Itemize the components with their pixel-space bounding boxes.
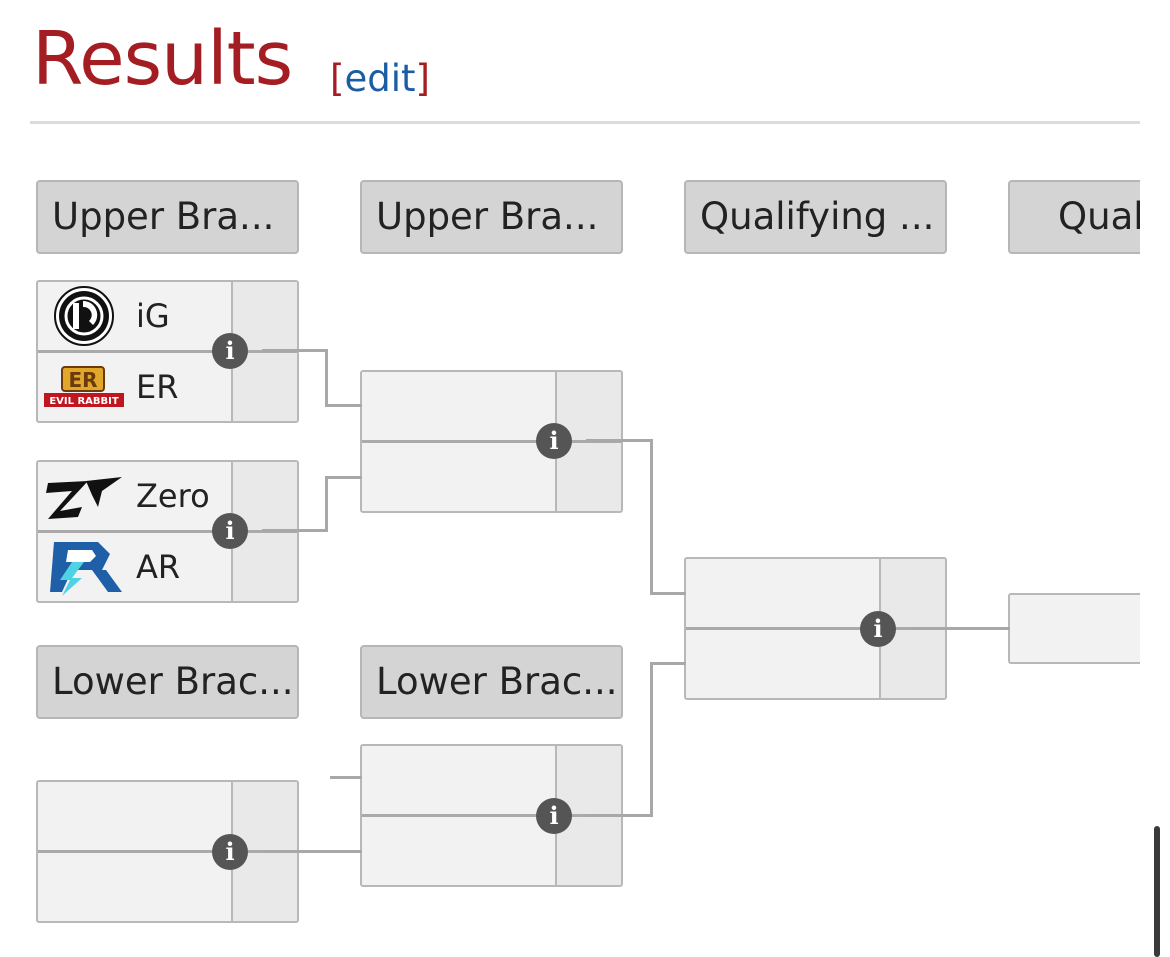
page-title: Results	[32, 16, 293, 102]
edit-link[interactable]: edit	[344, 57, 416, 100]
evil-rabbit-logo-icon: ER EVIL RABBIT	[42, 356, 126, 418]
info-icon[interactable]: i	[212, 513, 248, 549]
match-divider	[362, 814, 621, 817]
connector-line	[325, 476, 362, 479]
team-row[interactable]: iG	[38, 282, 231, 350]
info-icon[interactable]: i	[536, 423, 572, 459]
match-divider	[38, 350, 297, 353]
round-header-lower-r1[interactable]: Lower Brac...	[36, 645, 299, 719]
match-upper-r1-1[interactable]: iG ER EVIL RABBIT ER	[36, 280, 299, 423]
match-qualifying-1[interactable]	[684, 557, 947, 700]
match-upper-r1-2[interactable]: Zero AR	[36, 460, 299, 603]
zero-logo-icon	[42, 465, 126, 527]
tournament-bracket: Upper Bra... Upper Bra... Qualifying ...…	[36, 180, 1140, 923]
edit-section-link[interactable]: [edit]	[330, 60, 430, 97]
team-row[interactable]: AR	[38, 533, 231, 601]
match-divider	[38, 530, 297, 533]
info-icon[interactable]: i	[212, 333, 248, 369]
connector-line	[325, 404, 362, 407]
info-icon[interactable]: i	[536, 798, 572, 834]
team-row[interactable]: Zero	[38, 462, 231, 530]
edit-bracket-open: [	[330, 57, 345, 100]
info-icon[interactable]: i	[212, 834, 248, 870]
connector-line	[262, 529, 328, 532]
team-row[interactable]: ER EVIL RABBIT ER	[38, 353, 231, 421]
match-divider	[686, 627, 945, 630]
match-qualifying-2[interactable]	[1008, 593, 1140, 664]
team-name[interactable]: AR	[136, 548, 181, 586]
connector-line	[325, 349, 328, 407]
connector-line	[650, 592, 686, 595]
match-divider	[362, 440, 621, 443]
vertical-scrollbar[interactable]	[1154, 826, 1160, 957]
evil-rabbit-logo-text: EVIL RABBIT	[49, 396, 119, 407]
round-header-qualifying-2[interactable]: Qual	[1008, 180, 1140, 254]
connector-line	[910, 627, 1010, 630]
ig-logo-icon	[42, 285, 126, 347]
round-header-qualifying-1[interactable]: Qualifying ...	[684, 180, 947, 254]
heading-divider	[30, 121, 1140, 124]
team-name[interactable]: Zero	[136, 477, 210, 515]
round-header-upper-r2[interactable]: Upper Bra...	[360, 180, 623, 254]
edit-bracket-close: ]	[415, 57, 430, 100]
match-lower-r2-1[interactable]	[360, 744, 623, 887]
svg-text:ER: ER	[68, 368, 97, 392]
team-name[interactable]: ER	[136, 368, 179, 406]
connector-line	[650, 439, 653, 595]
match-upper-r2-1[interactable]	[360, 370, 623, 513]
connector-line	[586, 814, 653, 817]
round-header-lower-r2[interactable]: Lower Brac...	[360, 645, 623, 719]
connector-line	[325, 476, 328, 532]
round-header-upper-r1[interactable]: Upper Bra...	[36, 180, 299, 254]
connector-line	[650, 662, 653, 817]
match-lower-r1-1[interactable]	[36, 780, 299, 923]
connector-line	[586, 439, 653, 442]
ar-logo-icon	[42, 536, 126, 598]
connector-line	[262, 850, 362, 853]
team-name[interactable]: iG	[136, 297, 170, 335]
info-icon[interactable]: i	[860, 611, 896, 647]
connector-line	[330, 776, 362, 779]
connector-line	[650, 662, 686, 665]
match-divider	[38, 850, 297, 853]
connector-line	[262, 349, 328, 352]
